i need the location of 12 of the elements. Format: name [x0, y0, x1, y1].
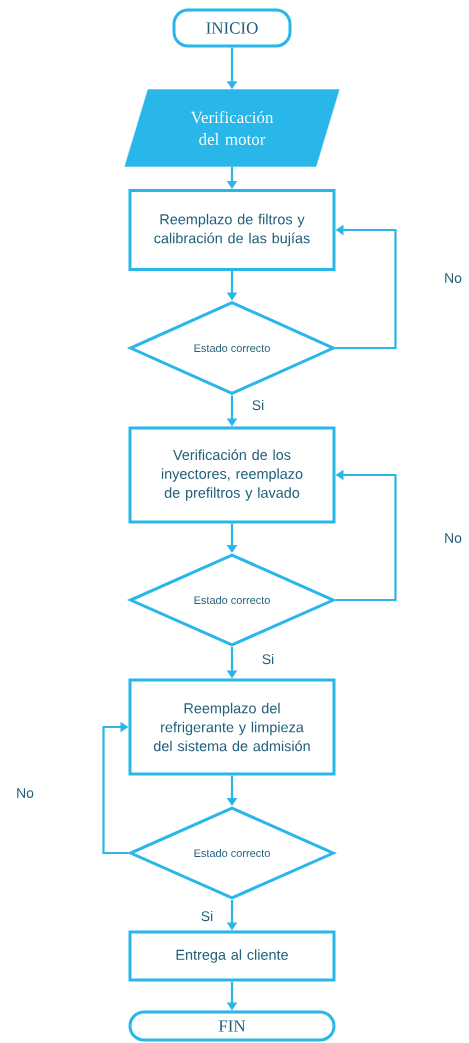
process-box: Entrega al cliente [128, 930, 336, 982]
process-box: Reemplazo de filtros y calibración de las bujías [128, 189, 336, 271]
edge-label: No [443, 272, 463, 284]
edge-label: No [15, 787, 35, 799]
edge-label: Si [199, 909, 215, 923]
edge-label: Si [250, 398, 266, 412]
edge-label: No [443, 532, 463, 544]
input-parallelogram: Verificación del motor [124, 89, 340, 167]
arrow [102, 721, 129, 855]
edge-label: Si [260, 652, 276, 666]
process-box: Verificación de los inyectores, reemplazo de prefiltros y lavado [128, 426, 336, 524]
process-box: Reemplazo del refrigerante y limpieza del sistema de admisión [128, 678, 336, 776]
